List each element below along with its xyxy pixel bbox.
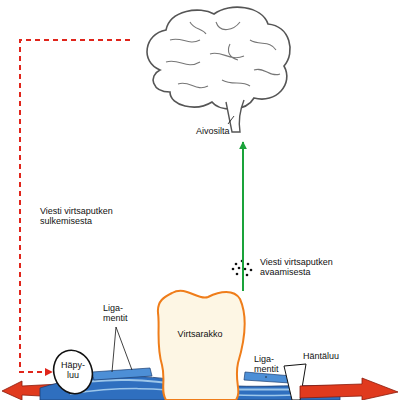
part-label: Liga- mentit <box>103 303 139 324</box>
signal-label: Viesti virtsaputken sulkemisesta <box>40 206 140 227</box>
node-shape <box>152 287 248 400</box>
muscle-arrow <box>300 378 398 400</box>
part-label: Häpy- luu <box>58 360 88 381</box>
signal-dots <box>232 260 253 277</box>
leader-line <box>116 327 132 370</box>
node-shape <box>130 0 300 142</box>
ligament <box>92 368 152 380</box>
pubic-bone-node: Häpy- luu <box>52 348 94 396</box>
part-label: Liga- mentit <box>254 354 290 375</box>
part-label: Aivosilta <box>196 126 246 136</box>
leader-line <box>266 376 267 378</box>
bladder-node: Virtsarakko <box>152 287 248 400</box>
leader-line <box>112 327 116 372</box>
brain-node: Aivosilta <box>130 0 300 142</box>
signal-label: Viesti virtsaputken avaamisesta <box>260 257 360 278</box>
organ-label: Virtsarakko <box>156 329 244 339</box>
signal-arrow <box>242 142 244 291</box>
part-label: Häntäluu <box>303 351 363 361</box>
